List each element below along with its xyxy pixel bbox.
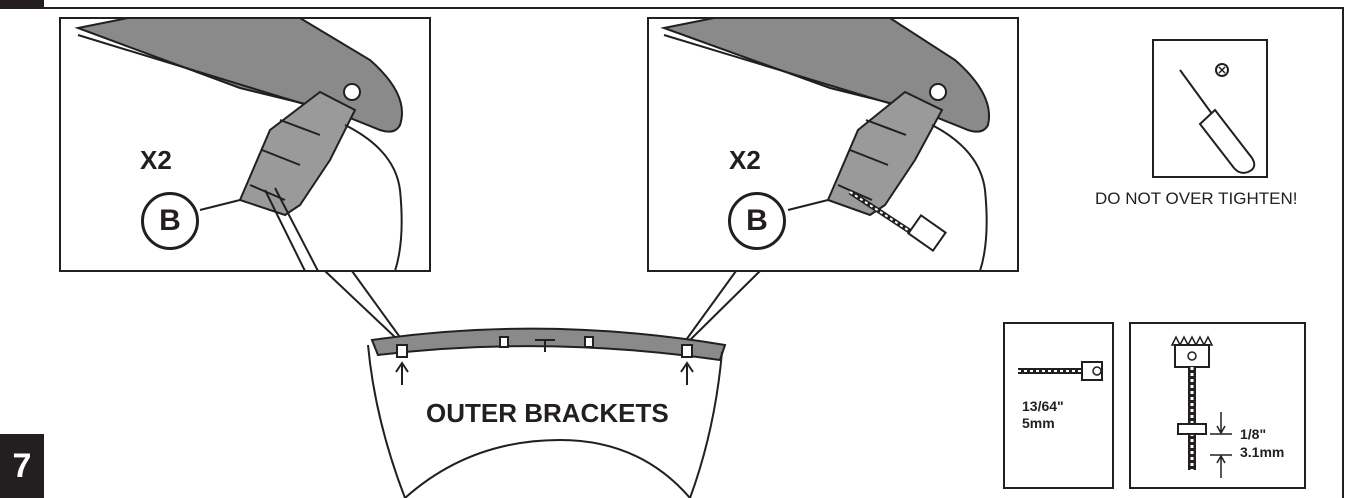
right-detail-panel [647,17,1019,272]
left-detail-panel [59,17,431,272]
drill-size-mm: 5mm [1022,415,1055,431]
left-part-callout: B [141,192,199,250]
step-number-badge: 7 [0,434,44,498]
drill-size-in: 13/64" [1022,398,1064,414]
right-part-callout: B [728,192,786,250]
depth-mm: 3.1mm [1240,444,1285,460]
drill-depth-panel [1129,322,1306,489]
warning-text: DO NOT OVER TIGHTEN! [1095,189,1298,208]
right-quantity-label: X2 [729,145,761,175]
drill-bit-panel [1003,322,1114,489]
depth-in: 1/8" [1240,426,1267,442]
outer-brackets-label: OUTER BRACKETS [426,398,669,428]
header-bar [0,0,44,8]
spoiler-drawing [367,327,727,498]
callout-pointers [324,270,761,341]
screwdriver-panel [1152,39,1268,178]
left-quantity-label: X2 [140,145,172,175]
